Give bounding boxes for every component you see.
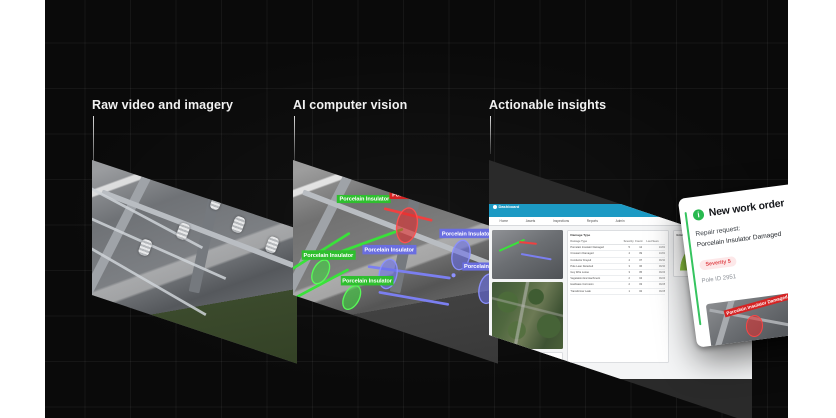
- cell-seen: 09/28: [646, 288, 666, 295]
- dashboard-table-column: Damage Type Damage Type Severity Count L…: [565, 226, 670, 379]
- logo-text: Dashboard: [498, 204, 520, 210]
- stage-canvas: Raw video and imagery AI computer vision…: [45, 0, 788, 418]
- keypoint-3: [450, 272, 455, 277]
- thumb-skeleton-blue: [521, 252, 553, 260]
- stage-label-vision: AI computer vision: [293, 98, 408, 112]
- nav-item-reports[interactable]: Reports: [586, 218, 598, 223]
- inspection-thumbnail[interactable]: [491, 229, 563, 280]
- info-icon: i: [692, 208, 705, 221]
- detection-label-6: Porcelain Insulator: [340, 276, 395, 286]
- stage-label-raw: Raw video and imagery: [92, 98, 234, 112]
- nav-item-inspections[interactable]: Inspections: [552, 218, 570, 223]
- nav-item-home[interactable]: Home: [499, 218, 509, 223]
- detection-label-0: Porcelain Insulator: [337, 194, 392, 204]
- detection-label-4: Porcelain Insulator: [439, 228, 494, 238]
- severity-badge: Severity 5: [698, 255, 738, 271]
- logo-mark-icon: [492, 204, 497, 209]
- stage-tick-insights: [490, 116, 491, 154]
- new-work-order-card[interactable]: i New work order Repair request: Porcela…: [677, 182, 788, 348]
- damage-table-card: Damage Type Damage Type Severity Count L…: [566, 229, 669, 364]
- work-order-title: New work order: [708, 197, 785, 220]
- detection-label-2: Porcelain Insulator: [301, 250, 356, 260]
- stage-label-insights: Actionable insights: [489, 98, 607, 112]
- stage-tick-raw: [93, 116, 94, 178]
- cell-severity: 1: [623, 288, 635, 295]
- dashboard-logo[interactable]: Dashboard: [492, 204, 520, 210]
- cell-count: 02: [634, 288, 647, 295]
- damage-table: Damage Type Severity Count Last Seen Por…: [570, 239, 666, 295]
- nav-item-admin[interactable]: Admin: [615, 218, 625, 223]
- thumb-pole: [709, 296, 736, 348]
- thumb-skeleton-red: [518, 240, 538, 245]
- thumb-skeleton-green: [498, 238, 525, 252]
- satellite-map[interactable]: [491, 282, 563, 349]
- damage-table-title: Damage Type: [570, 232, 591, 237]
- work-order-header: i New work order: [692, 196, 788, 221]
- nav-item-assets[interactable]: Assets: [525, 218, 536, 223]
- detection-label-3: Porcelain Insulator: [362, 245, 417, 255]
- cell-type: Transformer Leak: [570, 288, 624, 295]
- stage-tick-vision: [294, 116, 295, 164]
